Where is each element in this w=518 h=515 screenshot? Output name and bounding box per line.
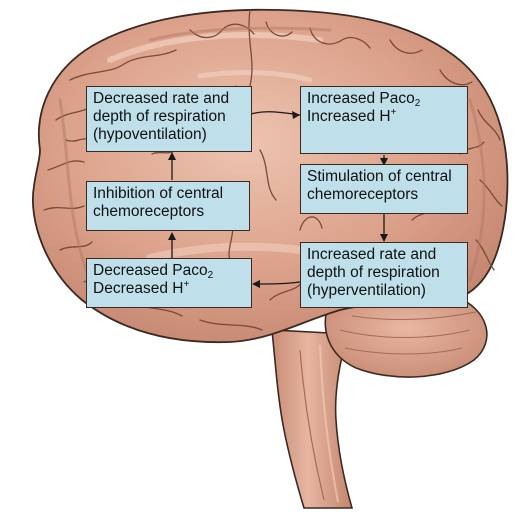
box-decreased-h-line: Decreased H+: [93, 280, 245, 298]
box-hyperventilation-line-1: Increased rate and: [307, 246, 437, 263]
box-increased-paco2-line: Increased Paco2: [307, 90, 461, 109]
box-stimulation-chemoreceptors: Stimulation of central chemoreceptors: [300, 164, 468, 214]
arrow-heads: [168, 111, 388, 288]
box-hypoventilation-line-3: (hypoventilation): [93, 126, 207, 143]
box-inhibition-chemoreceptors: Inhibition of central chemoreceptors: [86, 181, 250, 231]
box-stimulation-line-2: chemoreceptors: [307, 186, 419, 203]
box-hyperventilation-line-2: depth of respiration: [307, 264, 440, 281]
box-decreased-paco2-h: Decreased Paco2 Decreased H+: [86, 258, 252, 308]
box-hyperventilation-line-3: (hyperventilation): [307, 282, 426, 299]
box-increased-h-line: Increased H+: [307, 108, 461, 126]
box-hypoventilation-line-2: depth of respiration: [93, 108, 226, 125]
box-decreased-paco2-line: Decreased Paco2: [93, 262, 245, 281]
box-hypoventilation: Decreased rate and depth of respiration …: [86, 86, 252, 152]
box-stimulation-line-1: Stimulation of central: [307, 168, 452, 185]
box-increased-paco2-h: Increased Paco2 Increased H+: [300, 86, 468, 154]
box-hypoventilation-line-1: Decreased rate and: [93, 90, 230, 107]
increased-h-text: Increased H: [307, 108, 391, 125]
box-inhibition-line-1: Inhibition of central: [93, 185, 224, 202]
increased-paco-subscript: 2: [414, 98, 421, 109]
increased-paco-text: Increased Paco: [307, 90, 415, 107]
decreased-paco-subscript: 2: [207, 270, 214, 281]
decreased-h-text: Decreased H: [93, 280, 184, 297]
decreased-paco-text: Decreased Paco: [93, 262, 208, 279]
box-inhibition-line-2: chemoreceptors: [93, 203, 205, 220]
box-hyperventilation: Increased rate and depth of respiration …: [300, 242, 468, 308]
increased-h-superscript: +: [390, 107, 397, 118]
decreased-h-superscript: +: [183, 279, 190, 290]
